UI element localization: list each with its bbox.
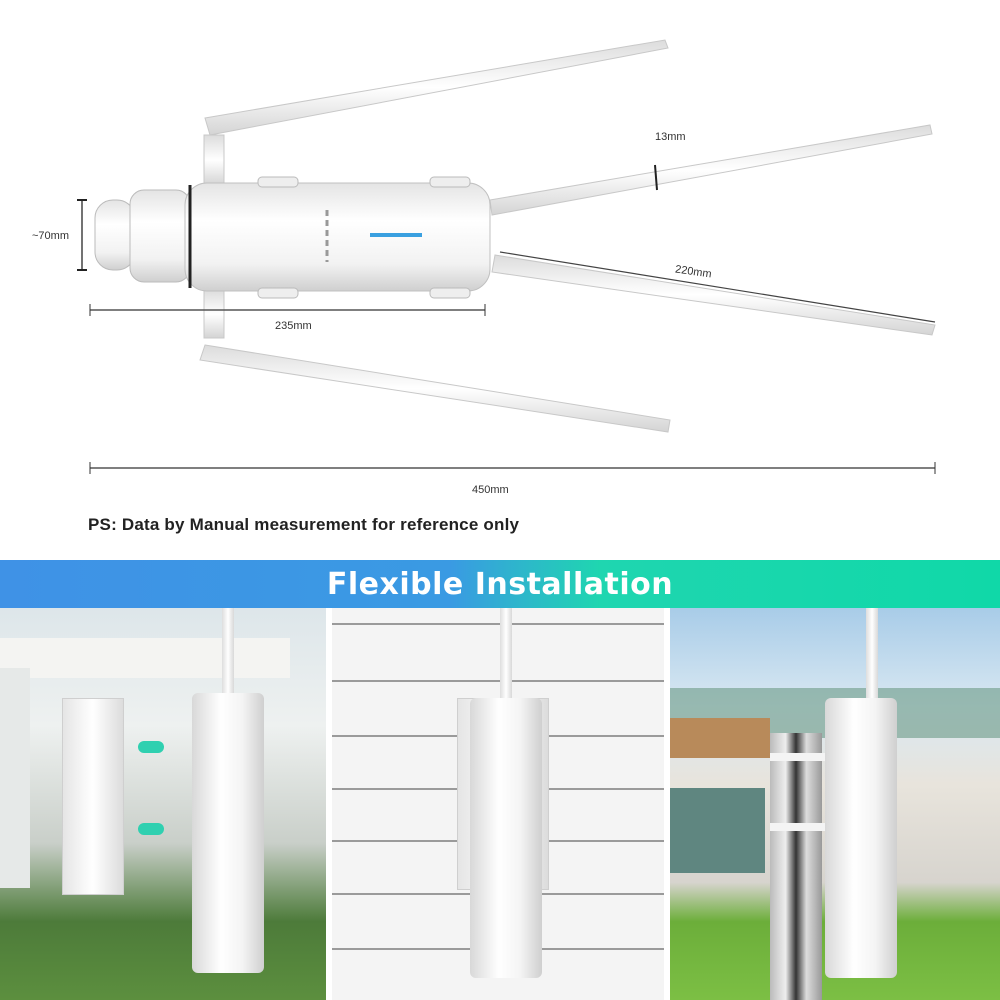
arrow-indicator [138, 823, 164, 835]
antenna [500, 608, 513, 698]
photo-bracket-mount [0, 608, 327, 1000]
arrow-indicator [138, 741, 164, 753]
banner-title: Flexible Installation [326, 566, 674, 602]
access-point-device [192, 693, 264, 973]
access-point-device [825, 698, 897, 978]
body-diameter-label: ~70mm [32, 230, 69, 242]
section-banner: Flexible Installation [0, 560, 1000, 608]
pole-clamp [770, 823, 832, 831]
brick-line [332, 623, 664, 625]
access-point-device [470, 698, 543, 978]
stone-wall [670, 718, 770, 758]
installation-photos [0, 608, 1000, 1000]
antenna [222, 608, 234, 693]
antenna-width-label: 13mm [655, 131, 686, 143]
photo-pole-mount [670, 608, 1000, 1000]
total-length-label: 450mm [472, 484, 509, 496]
mounting-bracket [62, 698, 124, 895]
building-window [670, 788, 765, 873]
house-wall [0, 668, 30, 888]
brick-line [332, 680, 664, 682]
device-dimension-drawing [77, 39, 936, 474]
body-length-label: 235mm [275, 320, 312, 332]
measurement-note: PS: Data by Manual measurement for refer… [88, 515, 520, 534]
photo-wall-mount [332, 608, 664, 1000]
dimension-diagram: ~70mm 13mm 220mm 235mm 450mm PS: Data by… [32, 39, 936, 534]
mounting-pole [770, 733, 822, 1000]
pole-clamp [770, 753, 832, 761]
house-roof [0, 638, 290, 678]
antenna [866, 608, 878, 698]
